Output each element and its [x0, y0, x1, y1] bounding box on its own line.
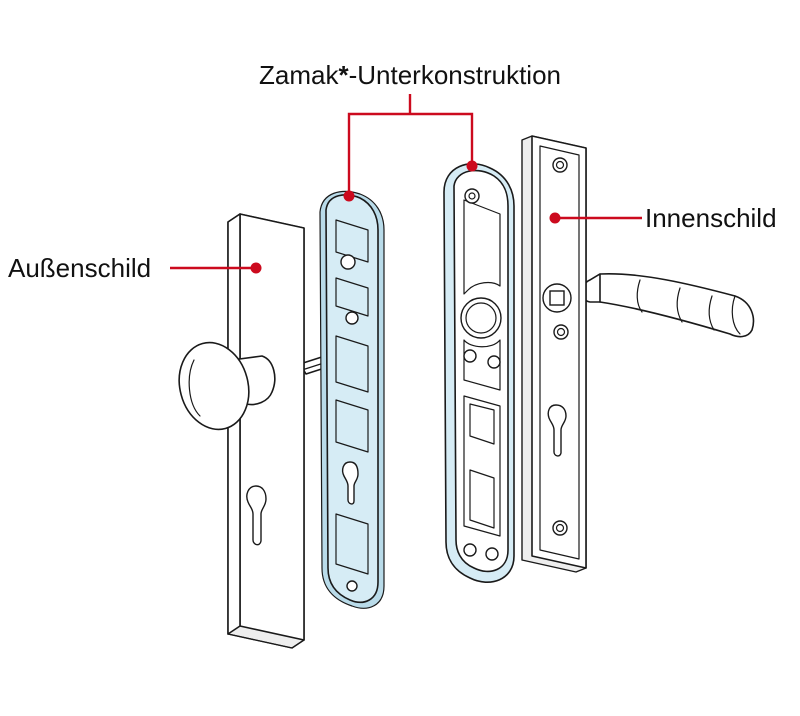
innenschild-leader — [549, 212, 642, 224]
lever-handle — [580, 272, 755, 338]
zamak-label: Zamak*-Unterkonstruktion — [259, 60, 561, 90]
zamak-bracket — [343, 94, 478, 202]
innenschild-marker — [549, 212, 561, 224]
aussenschild-plate — [227, 213, 305, 649]
zamak-rear-marker — [466, 160, 478, 172]
zamak-plate-front — [319, 190, 385, 609]
aussenschild-label: Außenschild — [8, 253, 151, 283]
innenschild-plate — [521, 135, 587, 573]
aussenschild-marker — [250, 262, 262, 274]
zamak-front-marker — [343, 190, 355, 202]
zamak-plate-rear — [443, 163, 515, 583]
door-knob — [178, 341, 276, 431]
aussenschild-leader — [170, 262, 262, 274]
innenschild-label: Innenschild — [645, 203, 777, 233]
